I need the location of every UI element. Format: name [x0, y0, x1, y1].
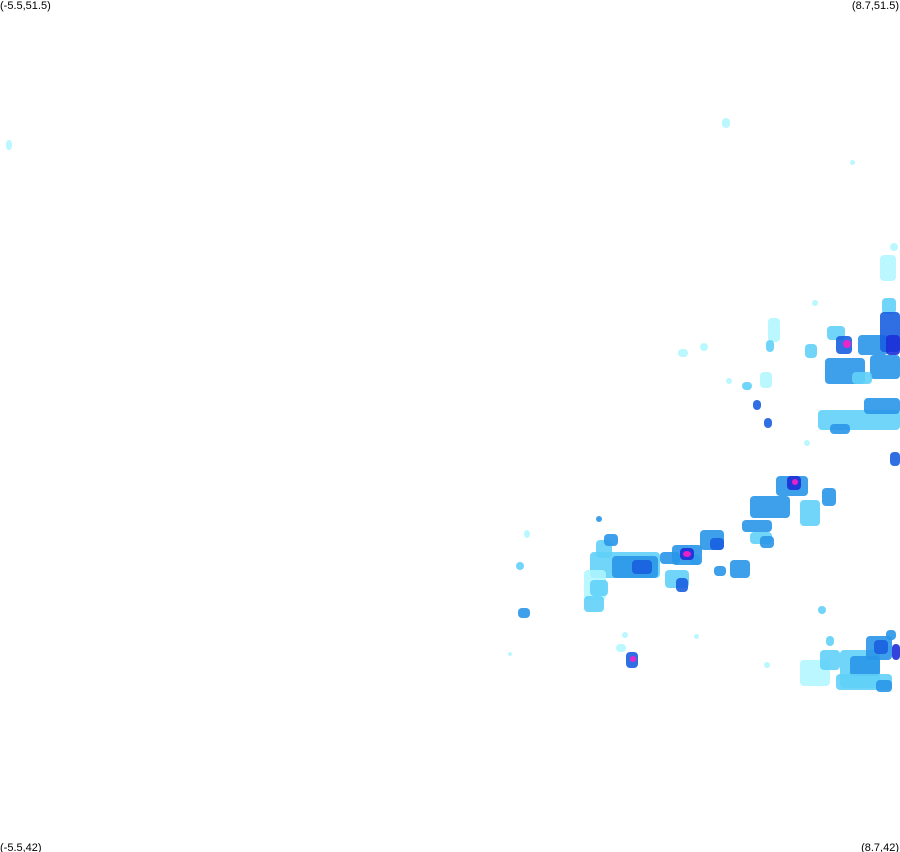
precip-cell-light — [516, 562, 524, 570]
corner-top-left-coord: (-5.5,51.5) — [0, 0, 51, 12]
precip-cell-moderate — [750, 496, 790, 518]
precip-cell-moderate — [830, 424, 850, 434]
precip-cell-light — [818, 606, 826, 614]
precip-cell-very-light — [508, 652, 512, 656]
precip-cell-very-light — [880, 255, 896, 281]
precip-cell-light — [882, 298, 896, 314]
corner-bottom-right-coord: (8.7,42) — [861, 842, 899, 852]
precip-cell-moderate — [876, 680, 892, 692]
precip-cell-very-light — [760, 372, 772, 388]
precip-cell-heavy — [753, 400, 761, 410]
precip-cell-moderate — [760, 536, 774, 548]
precip-cell-very-light — [700, 343, 708, 351]
precip-cell-moderate — [518, 608, 530, 618]
precip-cell-very-light — [804, 440, 810, 446]
corner-bottom-left-coord: (-5.5,42) — [0, 842, 42, 852]
precip-cell-moderate — [730, 560, 750, 578]
precip-cell-light — [800, 500, 820, 526]
precip-cell-moderate — [604, 534, 618, 546]
precip-cell-light — [590, 580, 608, 596]
precip-cell-light — [820, 650, 840, 670]
precip-cell-light — [852, 372, 872, 384]
precip-cell-very-light — [850, 160, 855, 165]
precip-cell-light — [742, 382, 752, 390]
precip-cell-moderate — [822, 488, 836, 506]
precip-cell-extreme — [792, 479, 798, 485]
precip-cell-heavy — [890, 452, 900, 466]
precip-cell-very-heavy — [886, 335, 900, 355]
precip-cell-very-light — [6, 140, 12, 150]
precip-cell-very-light — [678, 349, 688, 357]
precip-cell-extreme — [843, 340, 851, 348]
precip-cell-moderate — [850, 656, 880, 676]
precip-cell-very-light — [890, 243, 898, 251]
precip-cell-moderate — [742, 520, 772, 532]
precip-cell-moderate — [660, 552, 680, 564]
precip-cell-moderate — [596, 516, 602, 522]
precip-cell-light — [766, 340, 774, 352]
precip-cell-light — [805, 344, 817, 358]
precip-cell-moderate — [886, 630, 896, 640]
precip-cell-very-heavy — [892, 644, 900, 660]
precip-cell-very-light — [722, 118, 730, 128]
precip-cell-moderate — [864, 398, 900, 414]
precip-cell-very-light — [694, 634, 699, 639]
precip-cell-heavy — [676, 578, 688, 592]
precip-cell-moderate — [714, 566, 726, 576]
precip-cell-very-light — [616, 644, 626, 652]
precip-cell-very-light — [726, 378, 732, 384]
corner-top-right-coord: (8.7,51.5) — [851, 0, 899, 12]
precip-cell-very-light — [812, 300, 818, 306]
precip-cell-extreme — [683, 551, 691, 557]
precip-cell-moderate — [870, 355, 900, 379]
precip-cell-heavy — [874, 640, 888, 654]
precip-cell-very-light — [768, 318, 780, 342]
precip-cell-heavy — [710, 538, 724, 550]
precip-cell-very-light — [764, 662, 770, 668]
precip-cell-very-light — [524, 530, 530, 538]
precip-cell-heavy — [764, 418, 772, 428]
precip-cell-extreme — [630, 656, 636, 662]
precip-cell-very-light — [622, 632, 628, 638]
precip-cell-light — [826, 636, 834, 646]
precip-cell-light — [584, 596, 604, 612]
precip-cell-heavy — [632, 560, 652, 574]
